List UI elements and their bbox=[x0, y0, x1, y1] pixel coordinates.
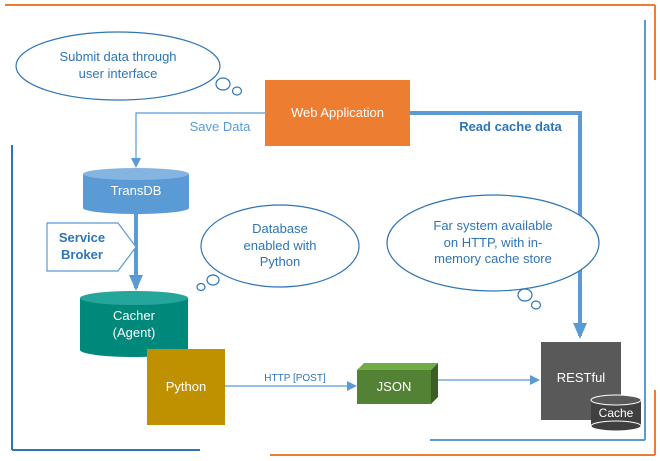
frame-lines bbox=[5, 4, 656, 456]
read-cache-data-label: Read cache data bbox=[459, 118, 562, 134]
http-post-label: HTTP [POST] bbox=[264, 372, 326, 384]
database-callout-cloud bbox=[196, 204, 360, 292]
save-data-arrow bbox=[131, 112, 265, 168]
service-broker-shape bbox=[46, 222, 137, 272]
json-box bbox=[357, 363, 438, 404]
cache-label: Cache bbox=[598, 406, 634, 421]
transdb-label: TransDB bbox=[110, 182, 162, 198]
submit-callout-text: Submit data through user interface bbox=[59, 49, 177, 81]
restful-label: RESTful bbox=[556, 369, 606, 385]
web-application-box bbox=[265, 80, 410, 146]
service-broker-label: Service Broker bbox=[58, 230, 106, 262]
far-system-callout-cloud bbox=[386, 194, 600, 310]
python-label: Python bbox=[165, 378, 207, 394]
web-application-label: Web Application bbox=[291, 104, 384, 120]
far-system-callout-text: Far system available on HTTP, with in- m… bbox=[433, 217, 553, 267]
cacher-label: Cacher (Agent) bbox=[112, 308, 156, 340]
python-box bbox=[147, 349, 225, 425]
submit-callout-cloud bbox=[15, 31, 243, 101]
cache-cylinder bbox=[590, 394, 642, 432]
database-callout-text: Database enabled with Python bbox=[243, 220, 317, 270]
json-label: JSON bbox=[376, 378, 412, 394]
save-data-label: Save Data bbox=[189, 118, 251, 134]
transdb-cylinder bbox=[83, 168, 189, 214]
